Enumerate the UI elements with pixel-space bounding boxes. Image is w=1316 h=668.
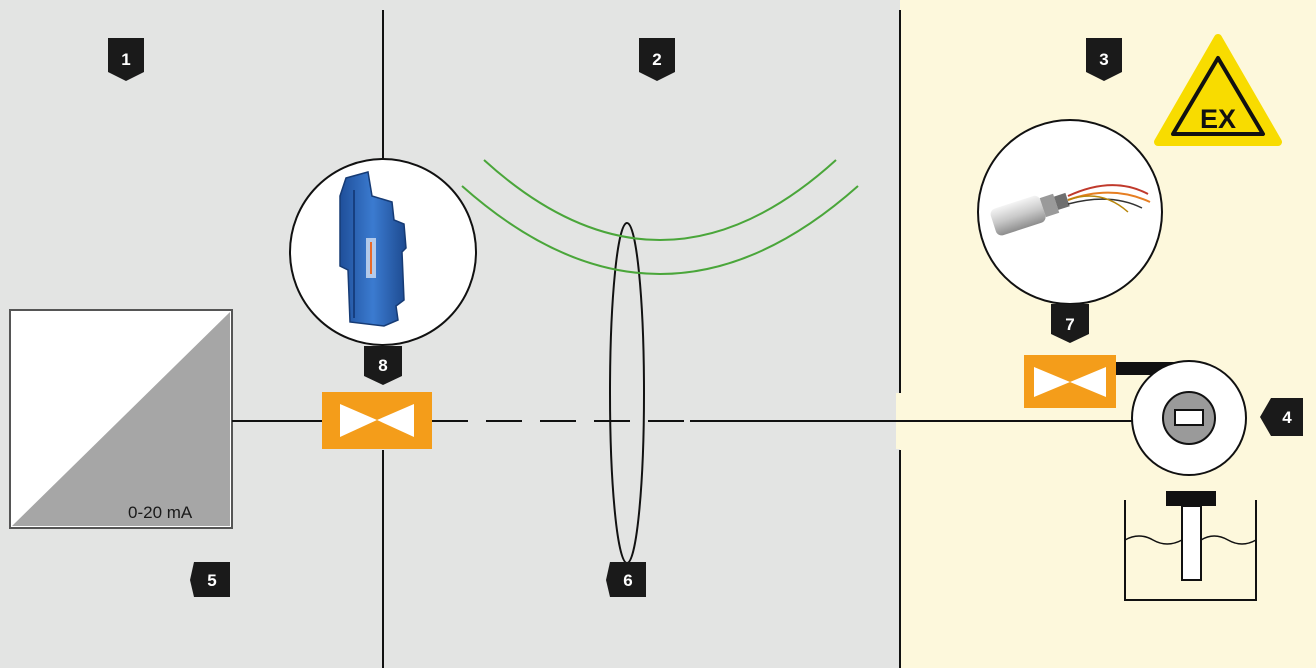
svg-text:6: 6 [623,571,632,590]
induction-arc-outer [461,185,859,275]
ex-label: EX [1200,104,1236,134]
surge-protector-symbol-din [322,392,432,449]
liquid-tank [1124,500,1257,601]
marker-zone-3: 3 [1086,38,1122,81]
svg-text:7: 7 [1065,315,1074,334]
marker-signal-converter: 5 [190,562,230,597]
svg-text:8: 8 [378,356,387,375]
svg-text:1: 1 [121,50,130,69]
ex-hazard-warning-sign: EX [1154,34,1282,146]
marker-transmitter: 4 [1260,398,1303,436]
signal-range-label: 0-20 mA [128,503,193,522]
surge-protector-symbol-field [1024,355,1116,408]
marker-zone-1: 1 [108,38,144,81]
marker-din-rail-protector: 8 [364,346,402,385]
field-transmitter [1131,360,1247,581]
marker-cable: 6 [606,562,646,597]
marker-field-protector: 7 [1051,304,1089,343]
marker-zone-2: 2 [639,38,675,81]
induction-arc-inner [483,159,837,241]
svg-text:2: 2 [652,50,661,69]
svg-text:3: 3 [1099,50,1108,69]
field-protector-photo [977,119,1163,305]
svg-text:4: 4 [1282,408,1292,427]
din-rail-protector-photo [289,158,477,346]
svg-text:5: 5 [207,571,216,590]
signal-converter: 0-20 mA [9,309,233,529]
